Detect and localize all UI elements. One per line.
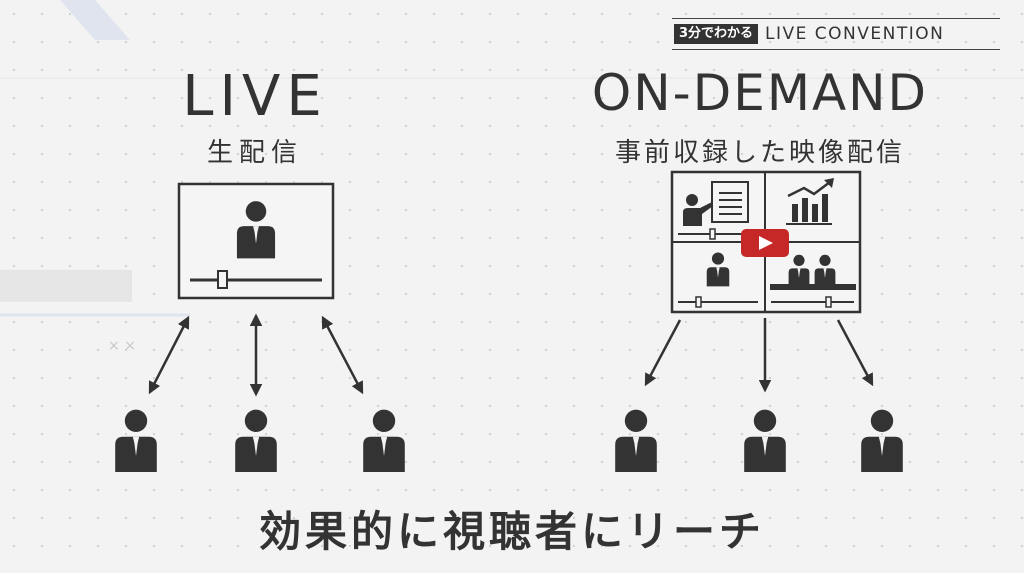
arrow-icon bbox=[644, 319, 682, 387]
viewer-person-icon bbox=[615, 409, 657, 472]
on-demand-title: ON-DEMAND bbox=[591, 64, 929, 122]
live-subtitle: 生配信 bbox=[206, 138, 303, 168]
decor-marks: × × bbox=[108, 338, 136, 354]
brand-badge: 3分でわかる bbox=[674, 24, 759, 44]
brand-title: LIVE CONVENTION bbox=[765, 24, 945, 44]
arrow-icon bbox=[836, 319, 874, 387]
live-title: LIVE bbox=[182, 64, 328, 129]
brand-header: 3分でわかる LIVE CONVENTION bbox=[672, 18, 1000, 50]
desk-icon bbox=[770, 284, 856, 290]
viewer-person-icon bbox=[363, 409, 405, 472]
presenter-icon bbox=[683, 181, 749, 226]
arrow-icon bbox=[148, 315, 190, 395]
slider-icon bbox=[771, 296, 854, 308]
live-screen bbox=[177, 182, 335, 300]
viewer-person-icon bbox=[861, 409, 903, 472]
on-demand-subtitle: 事前収録した映像配信 bbox=[614, 138, 905, 168]
viewer-person-icon bbox=[115, 409, 157, 472]
slider-icon bbox=[190, 270, 322, 289]
arrow-icon bbox=[321, 315, 364, 395]
play-button-icon bbox=[741, 229, 789, 257]
tagline: 効果的に視聴者にリーチ bbox=[258, 507, 765, 556]
bar-chart-icon bbox=[786, 178, 834, 225]
viewer-person-icon bbox=[744, 409, 786, 472]
decor-bar bbox=[0, 270, 132, 302]
slider-icon bbox=[678, 296, 758, 308]
on-demand-screen bbox=[670, 170, 862, 314]
viewer-person-icon bbox=[235, 409, 277, 472]
decor-stripe bbox=[60, 0, 130, 40]
